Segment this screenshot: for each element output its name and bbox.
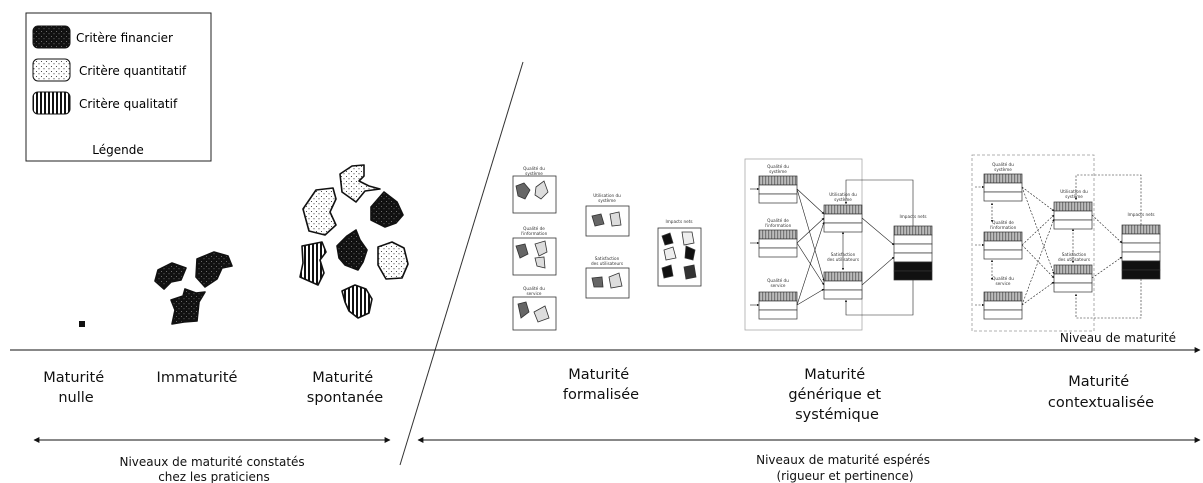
legend-quantitative-swatch	[32, 58, 71, 82]
legend-title: Légende	[92, 143, 143, 157]
qualitative-blob	[341, 284, 373, 319]
legend-qualitative-swatch	[32, 91, 71, 115]
financial-blob	[154, 262, 187, 290]
context-net-impacts-stack: Impacts nets	[1121, 212, 1161, 280]
level-formalisee-label: Maturité formalisée	[563, 367, 639, 403]
svg-text:Qualité del'information: Qualité del'information	[765, 218, 792, 228]
svg-text:Impacts nets: Impacts nets	[665, 219, 692, 224]
legend-qualitative-label: Critère qualitatif	[79, 97, 178, 111]
divider-line	[399, 61, 524, 466]
level-generique-label: Maturité générique et systémique	[788, 367, 885, 423]
level-nulle-label: Maturité nulle	[43, 370, 108, 406]
legend-financial-swatch	[32, 25, 71, 49]
legend: Critère financier Critère quantitatif Cr…	[25, 12, 212, 162]
quantitative-blob	[377, 241, 409, 280]
generic-arrows	[750, 179, 914, 316]
level-immaturite-label: Immaturité	[157, 370, 238, 386]
financial-blob	[170, 288, 206, 325]
immaturity-blobs	[154, 251, 233, 325]
contextual-outer-frame	[971, 154, 1095, 332]
financial-blob	[195, 251, 233, 288]
level-spontanee-label: Maturité spontanée	[307, 370, 384, 406]
context-arrows	[975, 174, 1142, 319]
hoped-range-label: Niveaux de maturité espérés (rigueur et …	[756, 453, 934, 483]
quantitative-blob	[302, 187, 337, 236]
null-maturity-mark	[79, 321, 85, 327]
system-use-box	[585, 205, 630, 237]
level-contextualisee-label: Maturité contextualisée	[1048, 374, 1154, 411]
generic-outer-frame	[744, 158, 863, 331]
svg-text:Qualité del'information: Qualité del'information	[990, 220, 1017, 230]
spontaneous-blobs	[299, 164, 409, 319]
legend-quantitative-label: Critère quantitatif	[79, 64, 187, 78]
financial-blob	[370, 191, 404, 228]
legend-financial-label: Critère financier	[76, 31, 173, 45]
qualitative-blob	[299, 241, 327, 286]
observed-range-label: Niveaux de maturité constatés chez les p…	[119, 455, 308, 483]
axis-label: Niveau de maturité	[1060, 331, 1176, 345]
svg-text:Qualité del'information: Qualité del'information	[521, 226, 548, 236]
financial-blob	[336, 229, 368, 271]
quantitative-blob	[339, 164, 381, 203]
user-satisfaction-box	[585, 267, 630, 299]
